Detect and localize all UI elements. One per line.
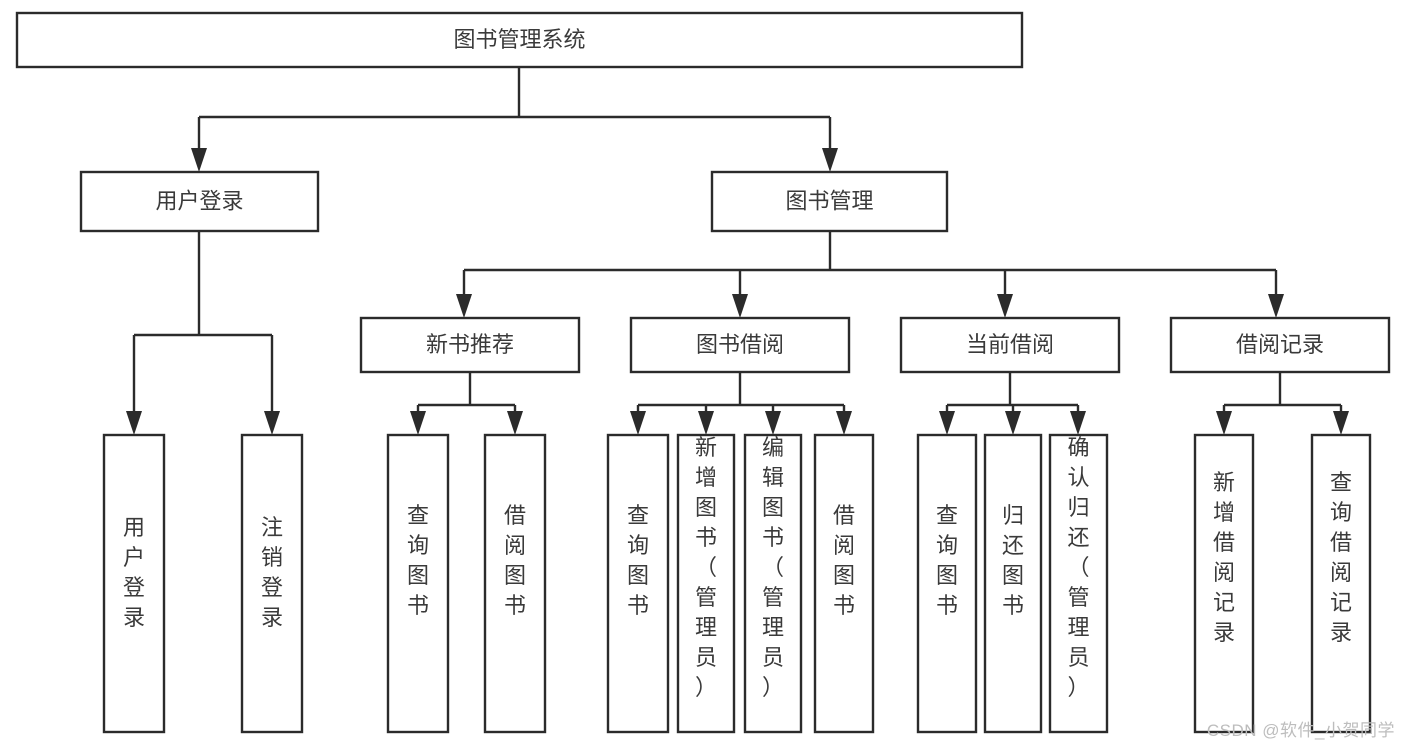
- node-leaf-query-book-current[interactable]: 查询图书: [916, 433, 978, 734]
- leaf-query-book-current-label: 查询图书: [936, 503, 958, 618]
- node-leaf-borrow-book-rec[interactable]: 借阅图书: [483, 433, 547, 734]
- current-borrow-drop-1-head: [1005, 411, 1021, 435]
- current-borrow-drop-0-head: [939, 411, 955, 435]
- leaf-borrow-book-label: 借阅图书: [833, 503, 855, 618]
- leaf-borrow-book-box[interactable]: [813, 433, 875, 734]
- leaf-confirm-return-admin-label: 确认归还（管理员）: [1067, 435, 1089, 700]
- root-label: 图书管理系统: [453, 27, 585, 52]
- borrow-record-label: 借阅记录: [1236, 332, 1324, 357]
- book-borrow-box[interactable]: [629, 316, 851, 374]
- leaf-query-book-borrow-box[interactable]: [606, 433, 670, 734]
- book-borrow-label: 图书借阅: [696, 332, 784, 357]
- leaf-add-borrow-record-label: 新增借阅记录: [1213, 470, 1235, 645]
- root-box[interactable]: [15, 11, 1024, 69]
- new-book-recommend-box[interactable]: [359, 316, 581, 374]
- user-login-drop-0-head: [126, 411, 142, 435]
- leaf-query-book-borrow-label: 查询图书: [627, 503, 649, 618]
- node-leaf-user-login[interactable]: 用户登录: [102, 433, 166, 734]
- node-new-book-recommend[interactable]: 新书推荐: [359, 316, 581, 374]
- user-login-drop-1-head: [264, 411, 280, 435]
- node-borrow-record[interactable]: 借阅记录: [1169, 316, 1391, 374]
- connectors-layer: [126, 67, 1349, 435]
- leaf-confirm-return-admin-box[interactable]: [1048, 433, 1109, 734]
- leaf-add-book-admin-box[interactable]: [676, 433, 736, 734]
- leaf-logout-login-box[interactable]: [240, 433, 304, 734]
- book-manage-drop-1-head: [732, 294, 748, 318]
- new-book-recommend-drop-0-head: [410, 411, 426, 435]
- book-manage-drop-2-head: [997, 294, 1013, 318]
- current-borrow-drop-2-head: [1070, 411, 1086, 435]
- node-leaf-logout-login[interactable]: 注销登录: [240, 433, 304, 734]
- leaf-query-book-rec-box[interactable]: [386, 433, 450, 734]
- root-drop-0-head: [191, 148, 207, 172]
- leaf-add-book-admin-label: 新增图书（管理员）: [695, 435, 717, 700]
- leaf-query-book-current-box[interactable]: [916, 433, 978, 734]
- book-borrow-drop-0-head: [630, 411, 646, 435]
- node-user-login[interactable]: 用户登录: [79, 170, 320, 233]
- node-leaf-query-book-borrow[interactable]: 查询图书: [606, 433, 670, 734]
- node-leaf-return-book[interactable]: 归还图书: [983, 433, 1043, 734]
- node-leaf-add-borrow-record[interactable]: 新增借阅记录: [1193, 433, 1255, 734]
- node-leaf-borrow-book[interactable]: 借阅图书: [813, 433, 875, 734]
- leaf-edit-book-admin-label: 编辑图书（管理员）: [762, 435, 784, 700]
- book-manage-box[interactable]: [710, 170, 949, 233]
- book-borrow-drop-3-head: [836, 411, 852, 435]
- node-leaf-query-borrow-record[interactable]: 查询借阅记录: [1310, 433, 1372, 734]
- leaf-return-book-box[interactable]: [983, 433, 1043, 734]
- book-manage-label: 图书管理: [785, 188, 873, 213]
- book-borrow-drop-2-head: [765, 411, 781, 435]
- borrow-record-drop-1-head: [1333, 411, 1349, 435]
- nodes-layer: 图书管理系统用户登录图书管理新书推荐图书借阅当前借阅借阅记录用户登录注销登录查询…: [15, 11, 1391, 734]
- leaf-query-book-rec-label: 查询图书: [407, 503, 429, 618]
- book-manage-drop-0-head: [456, 294, 472, 318]
- leaf-borrow-book-rec-label: 借阅图书: [504, 503, 526, 618]
- node-book-manage[interactable]: 图书管理: [710, 170, 949, 233]
- node-current-borrow[interactable]: 当前借阅: [899, 316, 1121, 374]
- leaf-add-borrow-record-box[interactable]: [1193, 433, 1255, 734]
- user-login-box[interactable]: [79, 170, 320, 233]
- borrow-record-drop-0-head: [1216, 411, 1232, 435]
- leaf-query-borrow-record-label: 查询借阅记录: [1330, 470, 1352, 645]
- current-borrow-label: 当前借阅: [966, 332, 1054, 357]
- leaf-borrow-book-rec-box[interactable]: [483, 433, 547, 734]
- book-borrow-drop-1-head: [698, 411, 714, 435]
- book-manage-drop-3-head: [1268, 294, 1284, 318]
- new-book-recommend-drop-1-head: [507, 411, 523, 435]
- node-book-borrow[interactable]: 图书借阅: [629, 316, 851, 374]
- leaf-return-book-label: 归还图书: [1002, 503, 1024, 618]
- node-leaf-query-book-rec[interactable]: 查询图书: [386, 433, 450, 734]
- node-root[interactable]: 图书管理系统: [15, 11, 1024, 69]
- root-drop-1-head: [822, 148, 838, 172]
- leaf-query-borrow-record-box[interactable]: [1310, 433, 1372, 734]
- leaf-logout-login-label: 注销登录: [261, 515, 283, 630]
- user-login-label: 用户登录: [155, 188, 243, 213]
- leaf-user-login-box[interactable]: [102, 433, 166, 734]
- node-leaf-add-book-admin[interactable]: 新增图书（管理员）: [676, 433, 736, 734]
- node-leaf-edit-book-admin[interactable]: 编辑图书（管理员）: [743, 433, 803, 734]
- leaf-edit-book-admin-box[interactable]: [743, 433, 803, 734]
- node-leaf-confirm-return-admin[interactable]: 确认归还（管理员）: [1048, 433, 1109, 734]
- leaf-user-login-label: 用户登录: [123, 515, 145, 630]
- current-borrow-box[interactable]: [899, 316, 1121, 374]
- borrow-record-box[interactable]: [1169, 316, 1391, 374]
- new-book-recommend-label: 新书推荐: [426, 332, 514, 357]
